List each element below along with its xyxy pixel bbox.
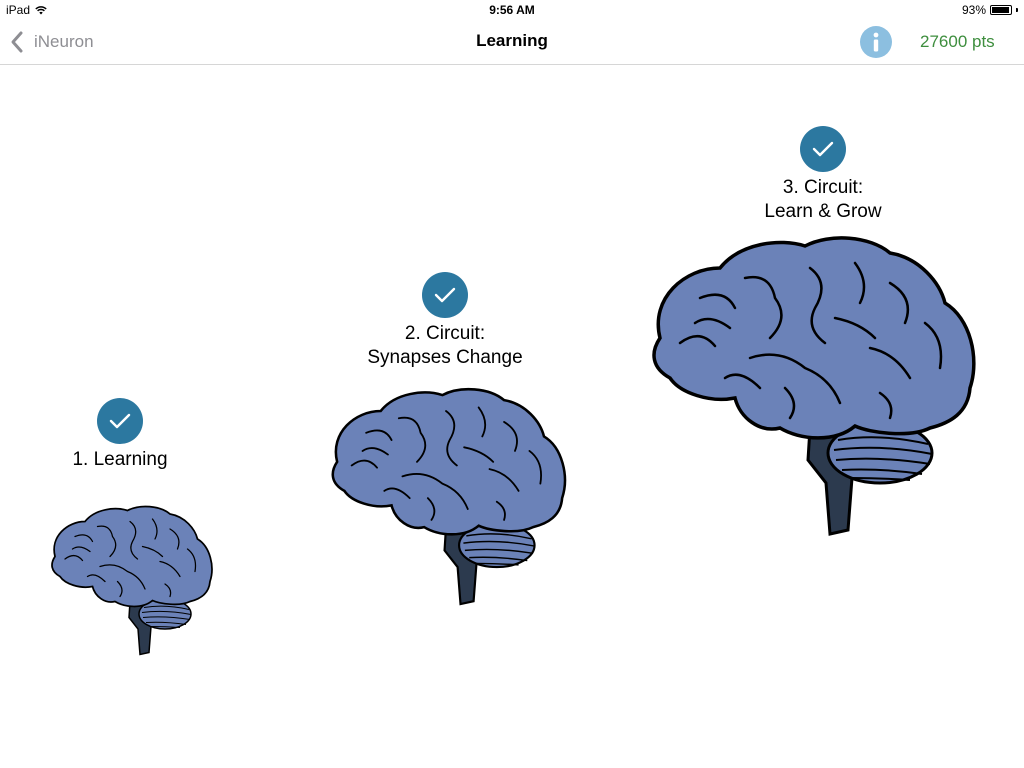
level-3-completed-badge xyxy=(800,126,846,172)
checkmark-icon xyxy=(812,141,834,157)
battery-icon xyxy=(990,5,1012,15)
level-3[interactable]: 3. Circuit: Learn & Grow xyxy=(723,126,923,224)
status-time: 9:56 AM xyxy=(489,3,535,17)
level-3-brain-image[interactable] xyxy=(640,228,980,538)
level-1[interactable]: 1. Learning xyxy=(40,398,200,472)
level-3-title: 3. Circuit: Learn & Grow xyxy=(723,176,923,224)
status-left: iPad xyxy=(6,3,47,17)
level-2-title-line1: 2. Circuit: xyxy=(404,323,486,344)
wifi-icon xyxy=(35,6,47,15)
level-2-completed-badge xyxy=(422,272,468,318)
info-icon xyxy=(873,32,879,52)
info-button[interactable] xyxy=(860,26,892,58)
back-label: iNeuron xyxy=(34,32,94,51)
level-2-title-line2: Synapses Change xyxy=(367,347,523,368)
level-2[interactable]: 2. Circuit: Synapses Change xyxy=(345,272,545,370)
battery-tip xyxy=(1016,8,1018,12)
level-1-brain-image[interactable] xyxy=(45,500,215,658)
level-3-title-line2: Learn & Grow xyxy=(764,201,882,222)
level-1-title: 1. Learning xyxy=(40,448,200,472)
status-bar: iPad 9:56 AM 93% xyxy=(0,0,1024,20)
navigation-bar: iNeuron Learning 27600 pts xyxy=(0,20,1024,65)
status-right: 93% xyxy=(962,3,1018,17)
checkmark-icon xyxy=(434,287,456,303)
checkmark-icon xyxy=(109,413,131,429)
level-2-title: 2. Circuit: Synapses Change xyxy=(345,322,545,370)
battery-fill xyxy=(992,7,1009,13)
page-title: Learning xyxy=(476,31,548,50)
chevron-left-icon xyxy=(11,31,23,53)
level-2-brain-image[interactable] xyxy=(322,382,570,607)
battery-percent: 93% xyxy=(961,3,986,17)
device-label: iPad xyxy=(6,3,31,17)
back-button[interactable]: iNeuron xyxy=(8,28,94,56)
points-counter: 27600 pts xyxy=(920,32,995,51)
level-3-title-line1: 3. Circuit: xyxy=(782,177,864,198)
level-1-completed-badge xyxy=(97,398,143,444)
level-1-title-line1: 1. Learning xyxy=(72,449,168,470)
